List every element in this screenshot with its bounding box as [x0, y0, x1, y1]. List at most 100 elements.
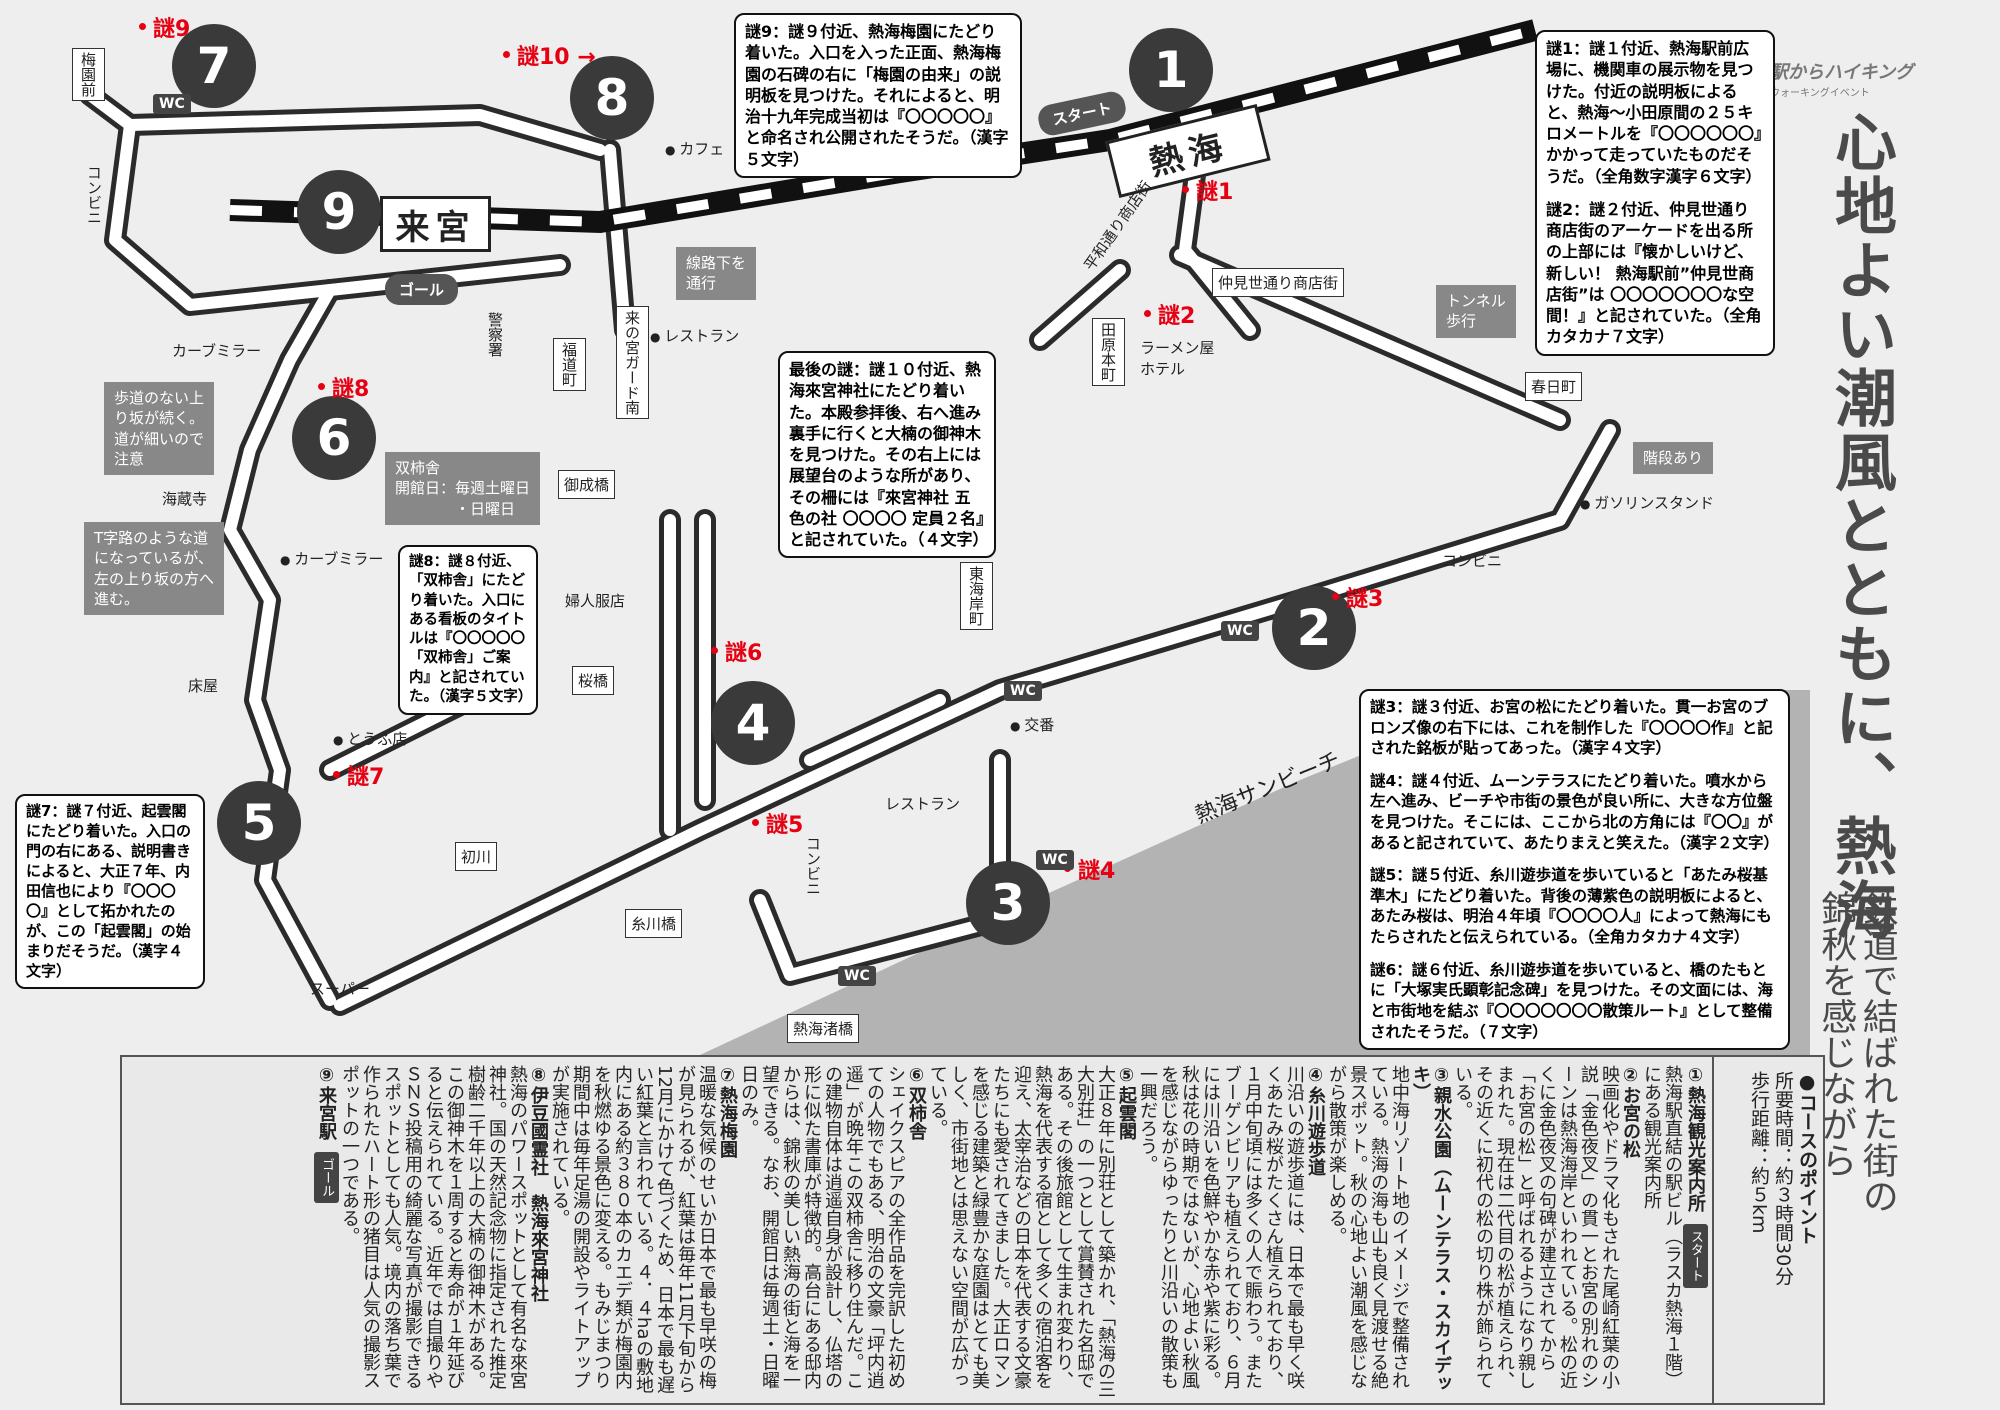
- course-point-title: ①熱海観光案内所: [1685, 1065, 1706, 1212]
- course-point-title: ⑦熱海梅園: [717, 1065, 738, 1158]
- course-point-2: ②お宮の松 映画化やドラマ化もされた尾崎紅葉の小説「金色夜叉」の貫一とお宮の別れ…: [1452, 1065, 1641, 1399]
- callout-underpass: 線路下を 通行: [676, 247, 757, 300]
- riddle-box-9: 謎9：謎９付近、熱海梅園にたどり着いた。入口を入った正面、熱海梅園の石碑の右に「…: [734, 13, 1022, 178]
- course-point-body: シェイクスピアの全作品を完訳した初めての人物でもある、明治の文豪「坪内逍遥」が晩…: [738, 1065, 906, 1389]
- course-point-body: 大正８年に別荘として築かれ、「熱海の三大別荘」の一つとして賞賛された名邸である。…: [927, 1065, 1116, 1398]
- subtitle-line: 鉄道で結ばれた街の: [1856, 890, 1898, 1214]
- course-heading: ●コースのポイント: [1796, 1071, 1818, 1245]
- start-tag: スタート: [1683, 1223, 1708, 1288]
- course-points-list: ①熱海観光案内所 スタート 熱海駅直結の駅ビル（ラスカ熱海１階）にある観光案内所…: [128, 1065, 1708, 1399]
- label-restaurant-n: レストラン: [650, 325, 739, 346]
- course-point-5: ⑤起雲閣 大正８年に別荘として築かれ、「熱海の三大別荘」の一つとして賞賛された名…: [927, 1065, 1137, 1399]
- course-point-title: ⑤起雲閣: [1116, 1065, 1137, 1140]
- course-point-1: ①熱海観光案内所 スタート 熱海駅直結の駅ビル（ラスカ熱海１階）にある観光案内所: [1641, 1065, 1708, 1399]
- label-gas-station: ガソリンスタンド: [1580, 492, 1714, 513]
- goal-badge: ゴール: [385, 274, 459, 305]
- riddle-marker-9: 謎9: [138, 11, 190, 43]
- label-baienmae: 梅園前: [72, 48, 105, 101]
- label-sakurabashi: 桜橋: [572, 666, 615, 695]
- label-fukumichi: 福道町: [553, 338, 586, 391]
- label-konbini-nw: コンビニ: [85, 165, 103, 225]
- riddle-marker-5: 謎5: [751, 807, 803, 839]
- label-curve-mirror-1: カーブミラー: [280, 548, 383, 569]
- course-point-title: ⑥双柿舎: [906, 1065, 927, 1140]
- label-itokawabashi: 糸川橋: [625, 909, 683, 938]
- course-point-7: ⑦熱海梅園 温暖な気候のせいか日本で最も早咲の梅が見られるが、紅葉は毎年11月下…: [549, 1065, 738, 1399]
- label-tofu: とうふ店: [333, 728, 407, 749]
- riddle-marker-2: 謎2: [1143, 298, 1195, 330]
- label-higashikaigan: 東海岸町: [960, 562, 993, 630]
- riddle-marker-8: 謎8: [317, 371, 369, 403]
- riddle-9-text: 謎9：謎９付近、熱海梅園にたどり着いた。入口を入った正面、熱海梅園の石碑の右に「…: [745, 22, 1009, 169]
- course-point-title: ⑧伊豆國霊社 熱海來宮神社: [528, 1065, 549, 1302]
- course-points-panel: ●コースのポイント 所要時間：約３時間30分 歩行距離：約５km ①熱海観光案内…: [120, 1055, 1825, 1405]
- riddle-marker-7: 謎7: [332, 759, 384, 791]
- riddle-box-7: 謎7：謎７付近、起雲閣にたどり着いた。入口の門の右にある、説明書きによると、大正…: [15, 794, 205, 990]
- riddle-marker-3: 謎3: [1331, 581, 1383, 613]
- riddle-10-text: 最後の謎：謎１０付近、熱海來宮神社にたどり着いた。本殿参拝後、右へ進み裏手に行く…: [789, 360, 989, 550]
- page-title: 心地よい潮風とともに、熱海: [1824, 110, 1897, 942]
- riddle-box-1-2: 謎1：謎１付近、熱海駅前広場に、機関車の展示物を見つけた。付近の説明板によると、…: [1535, 30, 1775, 356]
- riddle-marker-1: 謎1: [1181, 174, 1233, 206]
- label-nagisabashi: 熱海渚橋: [787, 1014, 860, 1043]
- course-point-body: 地中海リゾート地のイメージで整備されている。熱海の海も山も良く見渡せる絶景スポッ…: [1326, 1065, 1410, 1389]
- page-subtitle: 鉄道で結ばれた街の 錦秋を感じながら: [1815, 890, 1898, 1214]
- wc-icon: WC: [153, 94, 191, 114]
- course-point-body: 川沿いの遊歩道には、日本で最も早く咲くあたみ桜がたくさん植えられており、１月中旬…: [1137, 1065, 1305, 1389]
- wc-icon: WC: [1221, 621, 1259, 641]
- callout-slope: 歩道のない上 り坂が続く。 道が細いので 注意: [104, 382, 215, 475]
- riddle-3-text: 謎3：謎３付近、お宮の松にたどり着いた。貫一お宮のブロンズ像の右下には、これを制…: [1370, 698, 1773, 758]
- label-restaurant-s: レストラン: [885, 795, 961, 813]
- label-ramen-hotel: ラーメン屋 ホテル: [1140, 339, 1215, 378]
- goal-tag: ゴール: [314, 1151, 339, 1203]
- label-fujinfuku: 婦人服店: [565, 592, 626, 610]
- callout-tjunction: T字路のような道 になっているが、 左の上り坂の方へ 進む。: [84, 522, 225, 615]
- point-marker-6: 6: [292, 396, 376, 480]
- logo-main: 駅からハイキング: [1770, 62, 1914, 83]
- label-onaribashi: 御成橋: [558, 470, 616, 499]
- riddle-1-text: 謎1：謎１付近、熱海駅前広場に、機関車の展示物を見つけた。付近の説明板によると、…: [1546, 39, 1763, 186]
- label-super: スーパー: [310, 980, 370, 998]
- point-marker-3: 3: [966, 861, 1050, 945]
- riddle-8-text: 謎8：謎８付近、「双柿舎」にたどり着いた。入口にある看板のタイトルは『〇〇〇〇〇…: [409, 554, 533, 705]
- course-point-8: ⑧伊豆國霊社 熱海來宮神社 熱海のパワースポットとして有名な來宮神社。国の天然記…: [339, 1065, 549, 1399]
- course-point-3: ③親水公園（ムーンテラス・スカイデッキ） 地中海リゾート地のイメージで整備されて…: [1326, 1065, 1452, 1399]
- course-summary: ●コースのポイント 所要時間：約３時間30分 歩行距離：約５km: [1712, 1057, 1825, 1403]
- label-nakamise: 仲見世通り商店街: [1212, 268, 1345, 297]
- point-marker-5: 5: [217, 781, 301, 865]
- riddle-box-8: 謎8：謎８付近、「双柿舎」にたどり着いた。入口にある看板のタイトルは『〇〇〇〇〇…: [398, 545, 538, 716]
- course-point-title: ⑨来宮駅: [316, 1065, 337, 1140]
- riddle-marker-6: 謎6: [710, 635, 762, 667]
- course-point-body: 熱海のパワースポットとして有名な來宮神社。国の天然記念物に指定された推定樹齢二千…: [339, 1065, 528, 1389]
- riddle-4-text: 謎4：謎４付近、ムーンテラスにたどり着いた。噴水から左へ進み、ビーチや市街の景色…: [1370, 771, 1780, 852]
- riddle-5-text: 謎5：謎５付近、糸川遊歩道を歩いていると「あたみ桜基準木」にたどり着いた。背後の…: [1370, 866, 1772, 947]
- course-point-title: ②お宮の松: [1620, 1065, 1641, 1158]
- label-curve-mirror-2: カーブミラー: [172, 342, 262, 360]
- label-konbini-s: コンビニ: [804, 836, 822, 896]
- label-tawaramoto: 田原本町: [1092, 318, 1125, 386]
- point-marker-8: 8: [570, 56, 654, 140]
- wc-icon: WC: [1036, 850, 1074, 870]
- course-point-6: ⑥双柿舎 シェイクスピアの全作品を完訳した初めての人物でもある、明治の文豪「坪内…: [738, 1065, 927, 1399]
- label-konbini-e: コンビニ: [1442, 552, 1503, 570]
- event-logo: 駅からハイキング ウォーキングイベント: [1770, 58, 1913, 99]
- course-point-4: ④糸川遊歩道 川沿いの遊歩道には、日本で最も早く咲くあたみ桜がたくさん植えられて…: [1137, 1065, 1326, 1399]
- label-koban: 交番: [1010, 714, 1054, 735]
- riddle-7-text: 謎7：謎７付近、起雲閣にたどり着いた。入口の門の右にある、説明書きによると、大正…: [26, 802, 192, 980]
- label-hatsukawa: 初川: [455, 842, 498, 871]
- callout-soshisha: 双柿舎 開館日：毎週土曜日 ・日曜日: [385, 452, 541, 525]
- point-marker-9: 9: [297, 170, 381, 254]
- course-point-body: 熱海駅直結の駅ビル（ラスカ熱海１階）にある観光案内所: [1641, 1065, 1683, 1389]
- label-kaizoji: 海蔵寺: [162, 490, 208, 508]
- riddle-6-text: 謎6：謎６付近、糸川遊歩道を歩いていると、橋のたもとに「大塚実氏顕彰記念碑」を見…: [1370, 960, 1774, 1041]
- point-marker-4: 4: [711, 681, 795, 765]
- course-distance: 歩行距離：約５km: [1748, 1071, 1770, 1234]
- riddle-box-10: 最後の謎：謎１０付近、熱海來宮神社にたどり着いた。本殿参拝後、右へ進み裏手に行く…: [778, 351, 996, 559]
- label-cafe: カフェ: [665, 138, 724, 159]
- course-point-body: 温暖な気候のせいか日本で最も早咲の梅が見られるが、紅葉は毎年11月下旬から12月…: [549, 1065, 717, 1394]
- point-marker-2: 2: [1272, 586, 1356, 670]
- riddle-marker-10: 謎10 →: [503, 39, 596, 71]
- label-kinomiya-guard: 来の宮ガード南: [616, 306, 649, 419]
- label-tokoya: 床屋: [188, 677, 219, 695]
- station-kinomiya: 来宮: [380, 196, 491, 252]
